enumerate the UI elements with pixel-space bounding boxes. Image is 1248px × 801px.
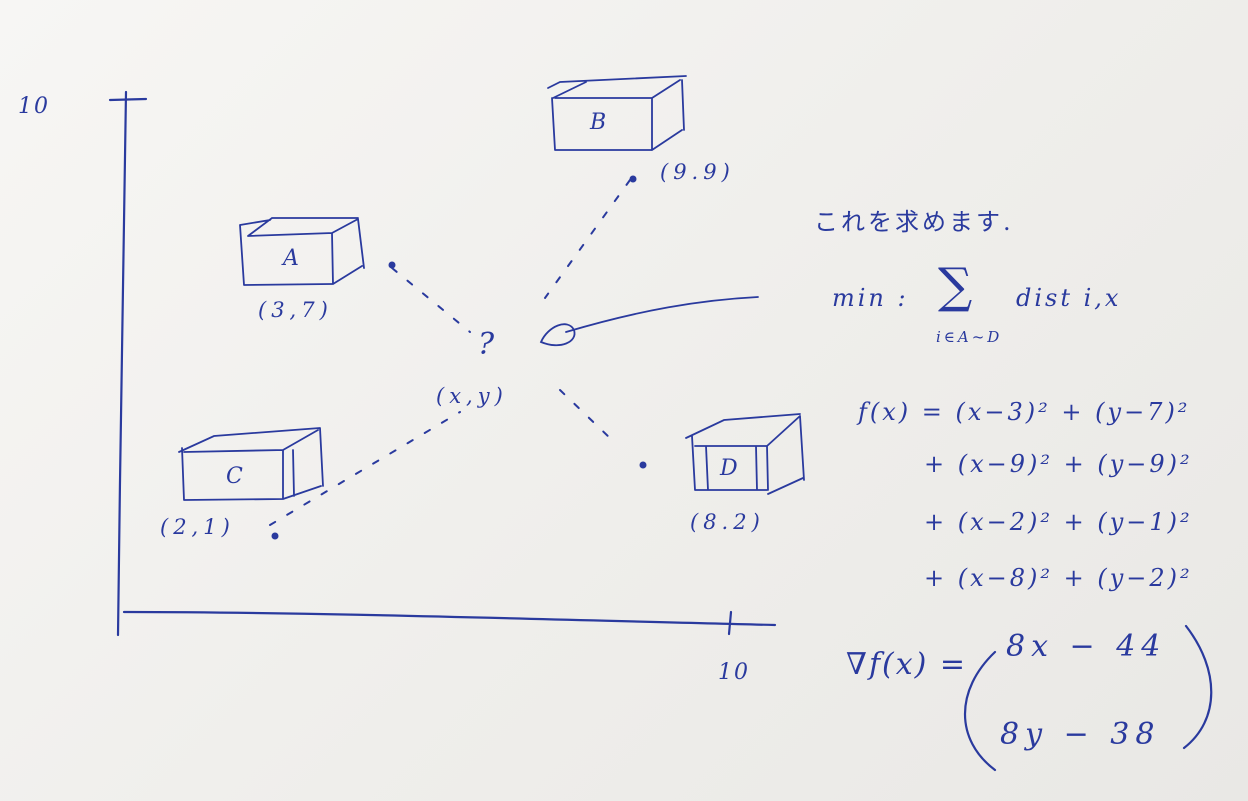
f-line-1: f(x) = (x−3)² + (y−7)² <box>858 398 1191 426</box>
box-d-coord: (8.2) <box>690 510 765 534</box>
box-b-label: B <box>590 110 609 135</box>
x-axis <box>122 610 777 627</box>
f-line-3: + (x−2)² + (y−1)² <box>924 508 1193 536</box>
box-d-drawing <box>685 413 805 495</box>
box-b-drawing <box>547 75 687 151</box>
y-axis <box>116 90 128 637</box>
sigma-symbol: ∑ <box>938 258 975 314</box>
gradient-prefix: ∇f(x) = <box>846 647 968 682</box>
point-b <box>629 175 637 183</box>
line-c-to-xy <box>269 411 461 526</box>
gradient-left-paren <box>964 650 997 772</box>
objective-index: i∈A~D <box>936 328 1003 346</box>
unknown-circle <box>539 323 576 347</box>
f-line-4: + (x−8)² + (y−2)² <box>924 564 1193 592</box>
box-c-label: C <box>226 464 245 489</box>
pointer-arrow <box>565 296 759 333</box>
objective-term: dist i,x <box>1016 284 1122 312</box>
gradient-row-x: 8x − 44 <box>1006 629 1167 664</box>
line-a-to-xy <box>391 267 471 333</box>
line-b-to-xy <box>544 179 631 299</box>
unknown-question-mark: ? <box>478 327 497 362</box>
box-d-label: D <box>720 456 740 481</box>
box-c-coord: (2,1) <box>160 515 235 539</box>
gradient-row-y: 8y − 38 <box>1000 717 1161 752</box>
x-axis-max-label: 10 <box>718 660 750 685</box>
point-c <box>271 532 279 540</box>
point-a <box>388 261 396 269</box>
point-d <box>639 461 647 469</box>
box-a-label: A <box>283 246 301 271</box>
gradient-right-paren <box>1182 624 1213 750</box>
box-a-drawing <box>239 217 365 286</box>
line-d-to-xy <box>559 389 613 441</box>
y-axis-max-label: 10 <box>18 94 50 119</box>
unknown-point-label: (x,y) <box>436 384 508 408</box>
box-a-coord: (3,7) <box>258 298 333 322</box>
objective-prefix: min : <box>832 284 909 312</box>
x-axis-end-tick <box>727 610 733 636</box>
notes-heading: これを求めます. <box>814 208 1014 236</box>
f-line-2: + (x−9)² + (y−9)² <box>924 450 1193 478</box>
y-axis-top-tick <box>108 97 148 102</box>
box-b-coord: (9.9) <box>660 160 735 184</box>
box-c-drawing <box>178 427 324 501</box>
